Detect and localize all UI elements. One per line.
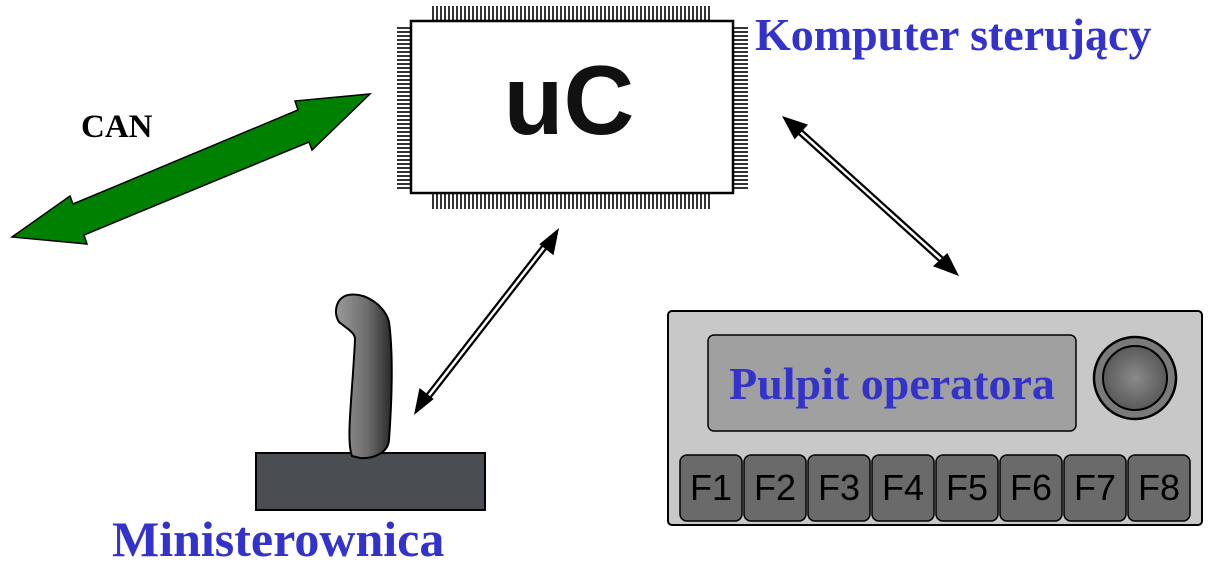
function-key-label: F7 xyxy=(1074,467,1116,508)
controller-label: Komputer sterujący xyxy=(755,9,1151,60)
function-key-label: F1 xyxy=(690,467,732,508)
function-key-cap xyxy=(679,454,743,522)
function-key-f7[interactable]: F7 xyxy=(1063,454,1127,522)
function-key-f1[interactable]: F1 xyxy=(679,454,743,522)
joystick-label: Ministerownica xyxy=(112,511,444,562)
panel-display-text: Pulpit operatora xyxy=(729,358,1055,409)
function-key-cap xyxy=(743,454,807,522)
function-key-label: F2 xyxy=(754,467,796,508)
function-key-f2[interactable]: F2 xyxy=(743,454,807,522)
function-key-cap xyxy=(999,454,1063,522)
chip-body xyxy=(409,19,735,195)
link-arrow-panel xyxy=(782,116,959,276)
function-key-f3[interactable]: F3 xyxy=(807,454,871,522)
chip-pins-left xyxy=(397,27,411,189)
function-key-cap xyxy=(871,454,935,522)
chip-pins-top xyxy=(432,6,710,21)
function-key-f8[interactable]: F8 xyxy=(1127,454,1191,522)
function-key-f4[interactable]: F4 xyxy=(871,454,935,522)
panel-display xyxy=(707,334,1077,432)
chip-pins-right xyxy=(733,27,748,189)
chip-pins-bottom xyxy=(432,193,710,209)
can-label: CAN xyxy=(81,109,153,145)
chip-label: uC xyxy=(504,45,635,155)
can-bus-arrow xyxy=(9,93,373,245)
knob-icon xyxy=(1092,335,1178,421)
function-key-cap xyxy=(807,454,871,522)
function-key-label: F5 xyxy=(946,467,988,508)
function-key-label: F6 xyxy=(1010,467,1052,508)
function-key-label: F4 xyxy=(882,467,924,508)
function-key-f5[interactable]: F5 xyxy=(935,454,999,522)
function-key-cap xyxy=(1127,454,1191,522)
function-keys: F1 F2 F3 F4 F5 F6 F7 F8 xyxy=(679,454,1191,522)
joystick-base xyxy=(255,452,486,511)
microcontroller-chip: uC xyxy=(397,6,748,209)
link-arrow-joystick xyxy=(414,228,559,415)
function-key-cap xyxy=(1063,454,1127,522)
function-key-cap xyxy=(935,454,999,522)
function-key-f6[interactable]: F6 xyxy=(999,454,1063,522)
operator-panel: Pulpit operatora F1 F2 F3 F4 F5 F6 F7 F8 xyxy=(667,310,1203,526)
function-key-label: F3 xyxy=(818,467,860,508)
joystick-icon xyxy=(255,293,486,511)
function-key-label: F8 xyxy=(1138,467,1180,508)
joystick-handle xyxy=(335,293,393,460)
